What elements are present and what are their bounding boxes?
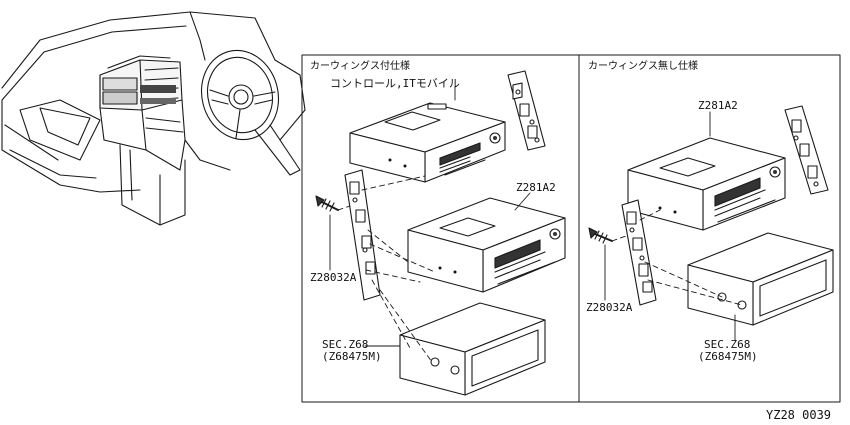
- right-bracket-plate: [784, 105, 829, 195]
- left-unit-label: Z281A2: [516, 181, 556, 194]
- left-audio-unit: [407, 197, 566, 293]
- left-control-unit: [349, 102, 506, 183]
- figure-id: YZ28 0039: [766, 408, 832, 422]
- right-screw-label: Z28032A: [586, 301, 633, 314]
- left-pocket: [399, 302, 546, 396]
- right-pocket-code-label: (Z68475M): [698, 350, 758, 363]
- left-pocket-sec-label: SEC.Z68: [322, 338, 369, 351]
- right-assembly-lines: [611, 209, 743, 306]
- control-module-label: コントロール,ITモバイル: [330, 77, 460, 90]
- left-screw-label: Z28032A: [310, 271, 357, 284]
- dashboard-illustration: [1, 11, 306, 226]
- right-pocket-sec-label: SEC.Z68: [704, 338, 751, 351]
- right-audio-unit: [627, 137, 786, 231]
- left-leader-lines: [329, 86, 531, 347]
- right-unit-label: Z281A2: [698, 99, 738, 112]
- left-screw: [315, 195, 339, 212]
- right-panel-frame: [578, 54, 841, 403]
- right-pocket: [687, 232, 834, 326]
- left-bracket-plate: [507, 70, 546, 151]
- left-assembly-lines: [337, 175, 436, 363]
- right-leader-lines: [604, 111, 736, 341]
- right-side-bracket: [621, 199, 657, 306]
- left-pocket-code-label: (Z68475M): [322, 350, 382, 363]
- left-side-bracket: [344, 169, 381, 301]
- right-screw: [588, 227, 613, 244]
- right-panel-title: カーウィングス無し仕様: [588, 61, 698, 72]
- left-panel-title: カーウィングス付仕様: [310, 61, 410, 72]
